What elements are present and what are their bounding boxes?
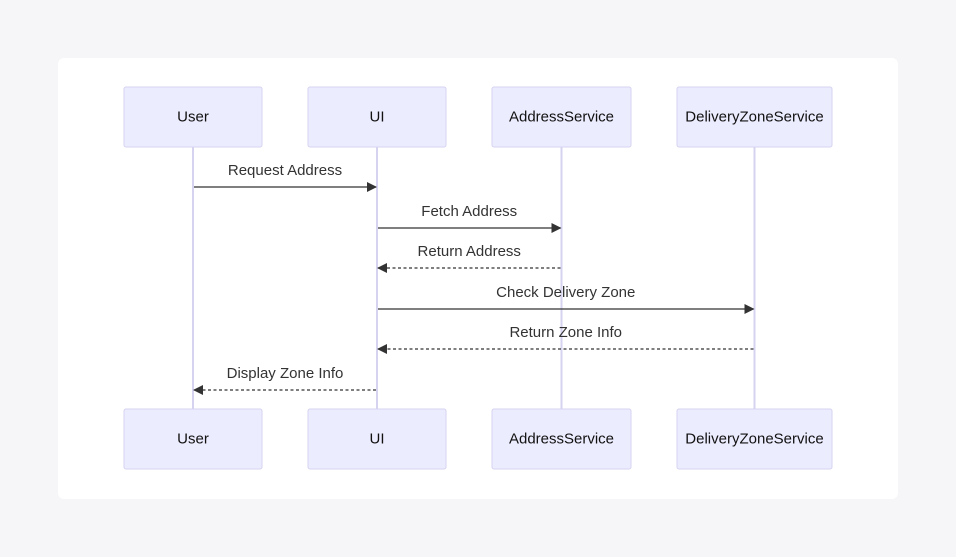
message-4: Check Delivery Zone: [378, 284, 755, 314]
actor-box: [676, 86, 833, 148]
actor-zone-top: DeliveryZoneService: [676, 86, 833, 148]
actor-box: [123, 86, 263, 148]
message-6: Display Zone Info: [193, 365, 376, 395]
message-label: Check Delivery Zone: [496, 284, 635, 301]
message-3: Return Address: [377, 243, 561, 273]
actor-zone-bottom: DeliveryZoneService: [676, 408, 833, 470]
actor-ui-top: UI: [307, 86, 447, 148]
actor-box: [307, 86, 447, 148]
actor-ui-bottom: UI: [307, 408, 447, 470]
actor-label: AddressService: [509, 431, 614, 448]
actor-label: DeliveryZoneService: [685, 431, 823, 448]
message-label: Request Address: [228, 162, 342, 179]
message-5: Return Zone Info: [377, 324, 754, 354]
message-1: Request Address: [194, 162, 377, 192]
actor-box: [123, 408, 263, 470]
actor-box: [676, 408, 833, 470]
actor-label: User: [177, 109, 209, 126]
actor-label: AddressService: [509, 109, 614, 126]
actor-label: User: [177, 431, 209, 448]
actor-label: DeliveryZoneService: [685, 109, 823, 126]
message-label: Return Address: [418, 243, 521, 260]
actor-address-top: AddressService: [491, 86, 632, 148]
message-2: Fetch Address: [378, 203, 562, 233]
actor-user-bottom: User: [123, 408, 263, 470]
actor-box: [307, 408, 447, 470]
actor-box: [491, 408, 632, 470]
actor-user-top: User: [123, 86, 263, 148]
message-label: Fetch Address: [421, 203, 517, 220]
actor-label: UI: [370, 431, 385, 448]
message-label: Display Zone Info: [227, 365, 344, 382]
message-label: Return Zone Info: [509, 324, 622, 341]
actor-label: UI: [370, 109, 385, 126]
actor-box: [491, 86, 632, 148]
actor-address-bottom: AddressService: [491, 408, 632, 470]
